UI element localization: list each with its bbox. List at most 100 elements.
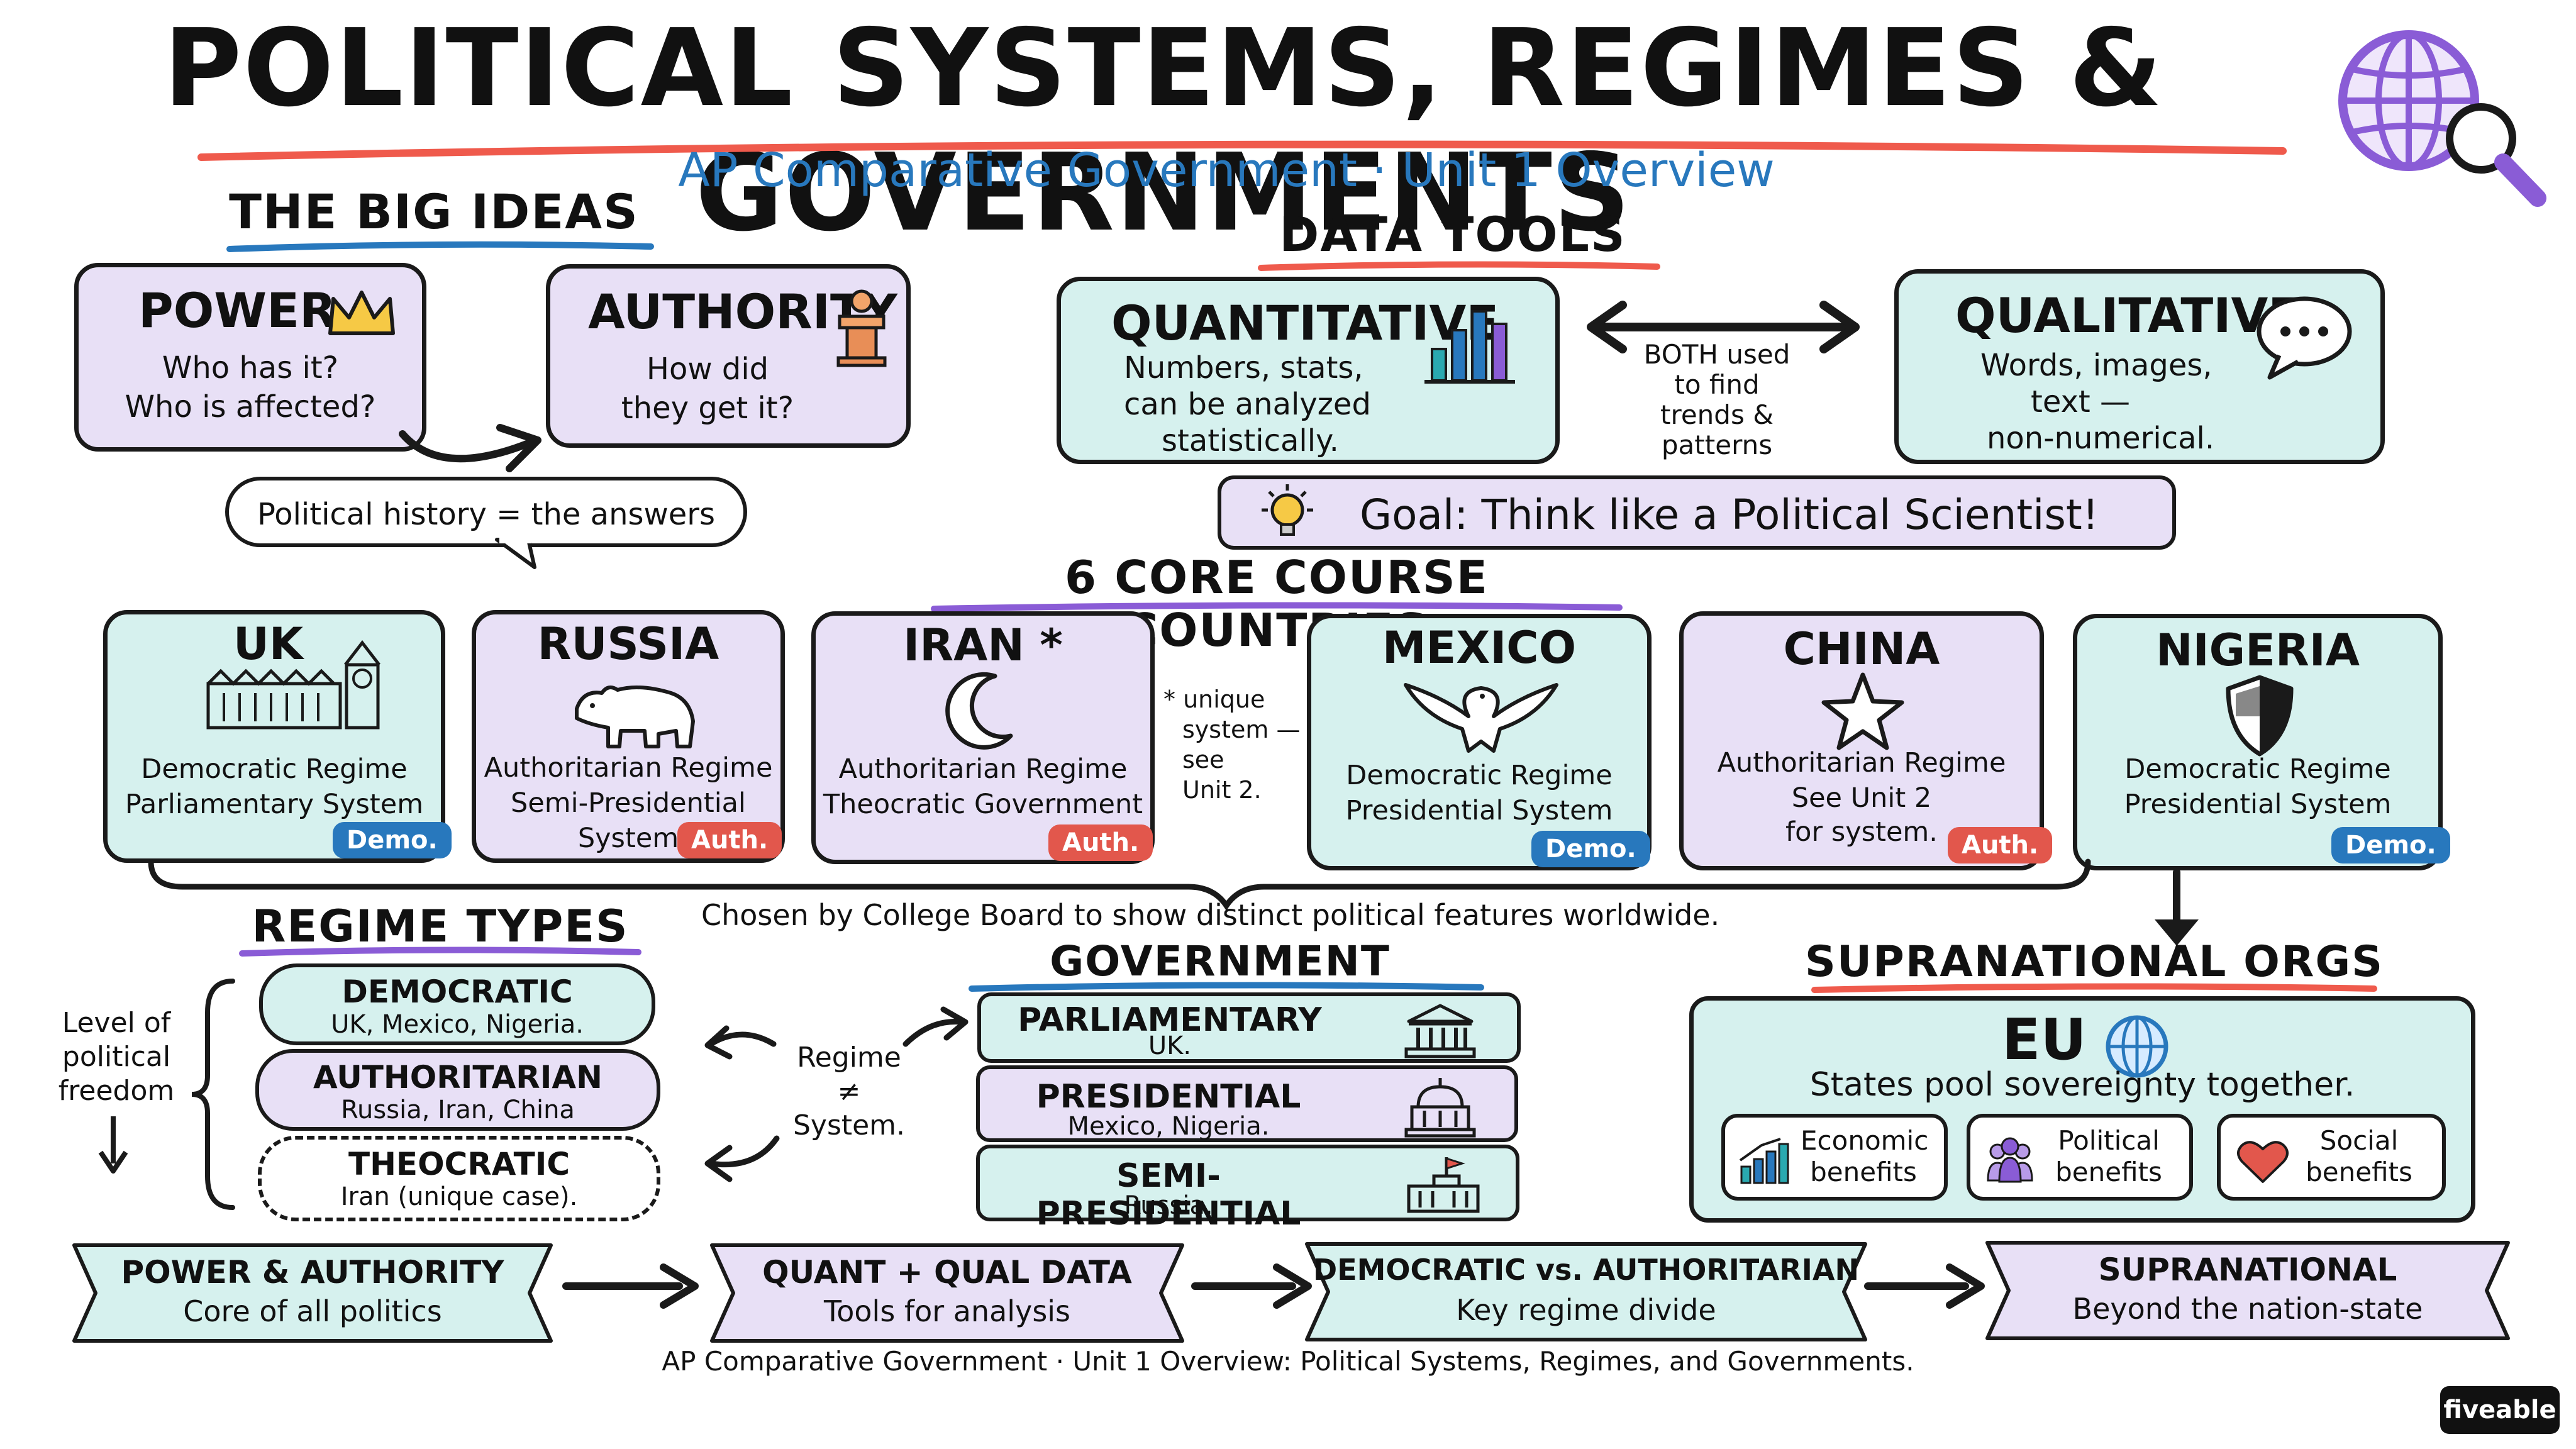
big-ideas-underline: [226, 241, 654, 252]
gov-semi-presidential: SEMI-PRESIDENTIAL Russia.: [976, 1145, 1519, 1233]
countries-underline: [931, 602, 1623, 612]
shield-icon: [2226, 675, 2294, 757]
supranational-underline: [1811, 983, 2377, 993]
both-used-note: BOTH used to find trends & patterns: [1643, 339, 1790, 460]
eu-title: EU: [2002, 1007, 2087, 1073]
power-title: POWER: [138, 282, 336, 338]
quantitative-title: QUANTITATIVE: [1111, 295, 1499, 351]
kremlin-building-icon: [1407, 1157, 1480, 1213]
demo-tag: Demo.: [2331, 827, 2450, 863]
power-to-authority-arrow: [399, 424, 541, 472]
goal-text: Goal: Think like a Political Scientist!: [1360, 491, 2099, 539]
double-arrow: [1587, 301, 1860, 353]
big-ideas-note-bubble: Political history = the answers: [225, 477, 747, 547]
gov-systems-underline: [969, 982, 1484, 992]
country-card-mexico: MEXICO Democratic Regime Presidential Sy…: [1307, 614, 1652, 870]
flow-arrow-3: [1864, 1263, 1985, 1309]
country-line3: for system.: [1785, 816, 1938, 848]
footer-caption: AP Comparative Government · Unit 1 Overv…: [662, 1346, 1914, 1377]
eu-description: States pool sovereignty together.: [1809, 1066, 2355, 1104]
country-line2: Semi-Presidential System: [511, 787, 746, 854]
gov-presidential: PRESIDENTIAL Mexico, Nigeria.: [976, 1065, 1518, 1142]
power-line2: Who is affected?: [125, 389, 376, 425]
regime-authoritarian: AUTHORITARIAN Russia, Iran, China: [255, 1049, 660, 1131]
government-building-icon: [1404, 1004, 1476, 1058]
crescent-icon: [945, 672, 1013, 750]
benefit-economic: Economic benefits: [1721, 1114, 1948, 1201]
title-underline: [197, 140, 2287, 161]
country-line2: See Unit 2: [1791, 782, 1932, 814]
page-title: POLITICAL SYSTEMS, REGIMES & GOVERNMENTS: [163, 6, 2164, 255]
data-tools-underline: [1258, 261, 1660, 271]
iran-note: * unique system — see Unit 2.: [1163, 686, 1301, 804]
countries-caption: Chosen by College Board to show distinct…: [701, 898, 1720, 932]
qualitative-line1: Words, images,: [1980, 348, 2212, 383]
country-line1: Democratic Regime: [2124, 753, 2391, 785]
quantitative-line3: statistically.: [1162, 423, 1339, 458]
qualitative-title: QUALITATIVE: [1955, 287, 2301, 343]
country-name: MEXICO: [1382, 622, 1577, 674]
country-line2: Presidential System: [1345, 795, 1613, 826]
benefit-label: Economic benefits: [1801, 1125, 1929, 1187]
big-ideas-heading: THE BIG IDEAS: [229, 184, 639, 240]
regime-democratic: DEMOCRATIC UK, Mexico, Nigeria.: [259, 963, 655, 1045]
country-line1: Democratic Regime: [1346, 760, 1613, 791]
big-ideas-note: Political history = the answers: [257, 497, 716, 532]
capitol-dome-icon: [1404, 1078, 1476, 1138]
authority-line2: they get it?: [621, 391, 794, 426]
country-card-russia: RUSSIA Authoritarian Regime Semi-Preside…: [472, 610, 785, 863]
authority-line1: How did: [646, 352, 769, 387]
flow-step-2: QUANT + QUAL DATA Tools for analysis: [708, 1241, 1186, 1345]
gov-parliamentary: PARLIAMENTARY UK.: [977, 992, 1521, 1063]
auth-tag: Auth.: [1948, 827, 2053, 863]
auth-tag: Auth.: [1048, 824, 1153, 861]
flow-step-3: DEMOCRATIC vs. AUTHORITARIAN Key regime …: [1303, 1240, 1869, 1343]
country-name: RUSSIA: [537, 618, 719, 670]
page-subtitle: AP Comparative Government · Unit 1 Overv…: [678, 143, 1775, 197]
country-line2: Presidential System: [2124, 789, 2392, 820]
freedom-label: Level of political freedom: [58, 1007, 175, 1107]
country-card-uk: UK Democratic Regime Parliamentary Syste…: [103, 610, 452, 863]
country-name: IRAN *: [903, 619, 1063, 671]
star-icon: [1821, 672, 1904, 750]
data-tools-heading: DATA TOOLS: [1279, 206, 1626, 262]
regime-types-heading: REGIME TYPES: [252, 901, 629, 952]
qualitative-card: QUALITATIVE Words, images, text — non-nu…: [1894, 269, 2385, 464]
country-card-china: CHINA Authoritarian Regime See Unit 2 fo…: [1679, 611, 2053, 870]
regime-system-arrows: [704, 1006, 969, 1182]
goal-banner: Goal: Think like a Political Scientist!: [1218, 475, 2176, 550]
countries-brace: [148, 858, 2091, 911]
power-line1: Who has it?: [162, 350, 339, 386]
country-line1: Authoritarian Regime: [1717, 747, 2006, 779]
parliament-icon: [206, 640, 380, 730]
country-name: UK: [233, 618, 304, 670]
flow-step-4: SUPRANATIONAL Beyond the nation-state: [1984, 1239, 2512, 1342]
qualitative-line3: non-numerical.: [1987, 421, 2215, 456]
benefit-label: Social benefits: [2306, 1125, 2412, 1187]
eu-card: EU States pool sovereignty together. Eco…: [1689, 996, 2475, 1223]
fiveable-logo: fiveable: [2440, 1386, 2560, 1434]
auth-tag: Auth.: [677, 822, 782, 858]
country-line2: Parliamentary System: [125, 789, 424, 820]
lightbulb-icon: [1262, 484, 1313, 536]
flow-arrow-2: [1191, 1263, 1312, 1309]
flow-arrow-1: [562, 1263, 699, 1309]
country-line2: Theocratic Government: [823, 789, 1143, 820]
nigeria-to-supranational-arrow: [2155, 869, 2199, 946]
growth-chart-icon: [1739, 1138, 1789, 1184]
country-name: NIGERIA: [2155, 625, 2360, 676]
regime-theocratic: THEOCRATIC Iran (unique case).: [258, 1136, 660, 1221]
people-group-icon: [1987, 1137, 2033, 1183]
benefit-political: Political benefits: [1967, 1114, 2193, 1201]
globe-icon: [2106, 1015, 2168, 1078]
globe-search-icon: [2338, 30, 2546, 207]
country-line1: Democratic Regime: [141, 753, 408, 785]
crown-icon: [328, 291, 395, 335]
country-card-iran: IRAN * Authoritarian Regime Theocratic G…: [811, 611, 1155, 864]
flow-step-1: POWER & AUTHORITY Core of all politics: [70, 1241, 555, 1345]
bear-icon: [575, 686, 695, 748]
podium-icon: [836, 289, 887, 367]
supranational-heading: SUPRANATIONAL ORGS: [1804, 937, 2384, 987]
quantitative-line1: Numbers, stats,: [1124, 350, 1363, 386]
regime-not-system: Regime ≠ System.: [792, 1041, 906, 1141]
